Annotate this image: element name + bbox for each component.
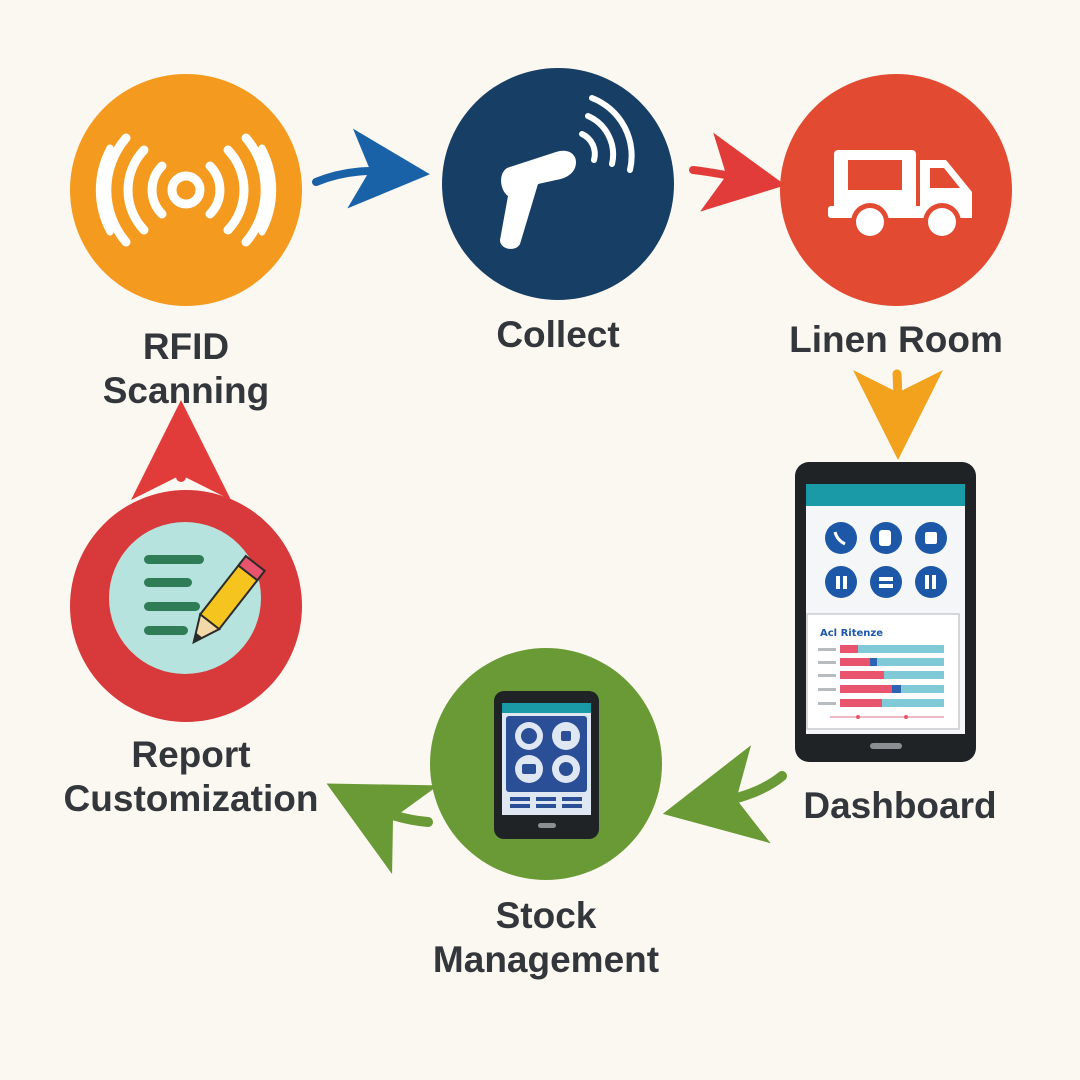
tablet-stock-icon [494,691,599,839]
arrow-linen-to-dashboard [852,369,943,460]
collect-circle [442,68,674,300]
dashboard-label: Dashboard [780,784,1020,828]
dashboard-report-panel: Acl Ritenze [806,613,960,730]
dashboard-bars [818,645,944,719]
arrow-stock-to-report [326,783,439,875]
report-customization-label: Report Customization [36,733,346,821]
rfid-signal-icon [95,133,277,247]
barcode-scanner-icon [500,95,635,249]
arrow-dashboard-to-stock [662,745,787,844]
rfid-scanning-label: RFID Scanning [66,325,306,413]
step-linen-room [780,74,1012,306]
step-stock-management [430,648,662,880]
linen-room-label: Linen Room [764,318,1028,362]
dashboard-label-line1: Dashboard [803,785,997,826]
arrow-collect-to-linen [689,132,786,212]
stock-management-label: Stock Management [396,894,696,982]
report-label-line1: Report [131,734,251,775]
report-label-line2: Customization [63,778,319,819]
rfid-label-line1: RFID [142,326,230,367]
step-collect [442,68,674,300]
tablet-dashboard-icon: Acl Ritenze [795,462,976,762]
dashboard-app-grid [825,522,947,598]
stock-label-line1: Stock [495,895,597,936]
rfid-circle [70,74,302,306]
step-rfid-scanning [70,74,302,306]
dashboard-panel-title: Acl Ritenze [820,628,883,639]
step-report-customization [70,490,302,722]
stock-label-line2: Management [432,939,660,980]
collect-label: Collect [438,313,678,357]
linen-label-line1: Linen Room [789,319,1003,360]
rfid-label-line2: Scanning [102,370,270,411]
arrow-rfid-to-collect [312,128,430,209]
step-dashboard: Acl Ritenze [795,462,976,762]
collect-label-line1: Collect [496,314,620,355]
report-edit-icon [144,554,267,645]
